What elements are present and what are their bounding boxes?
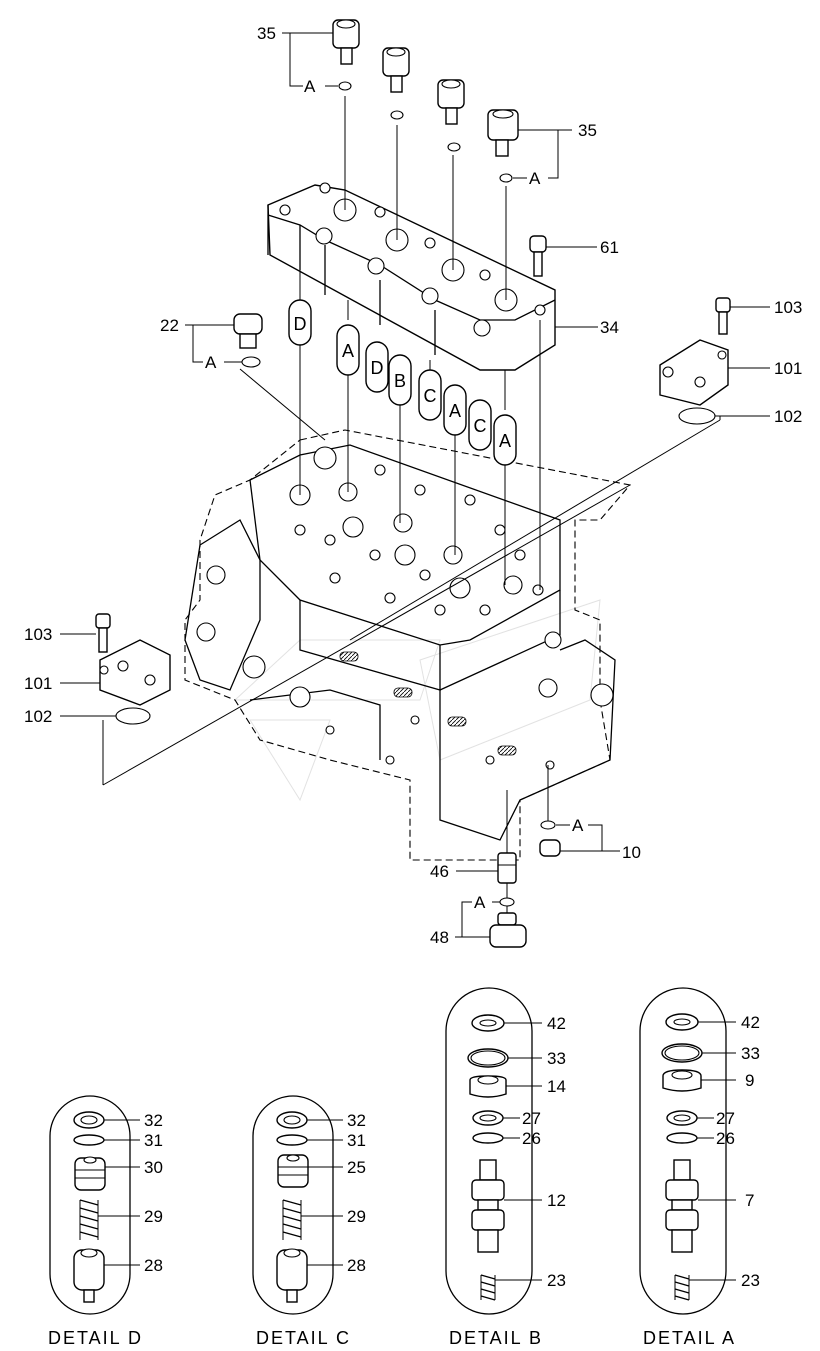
detail-c-caption: DETAIL C <box>256 1328 351 1348</box>
callouts: 35 A 35 A 61 34 22 A 103 101 102 103 101… <box>24 24 802 947</box>
callout-34: 34 <box>600 318 619 337</box>
callout-102: 102 <box>24 707 52 726</box>
detail-b-part: 27 <box>522 1109 541 1128</box>
detail-b-caption: DETAIL B <box>449 1328 543 1348</box>
callout-101: 101 <box>774 359 802 378</box>
callout-103: 103 <box>774 298 802 317</box>
detail-c: 32 31 25 29 28 DETAIL C <box>252 1095 366 1348</box>
detail-d-part: 32 <box>144 1111 163 1130</box>
detail-a-part: 26 <box>716 1129 735 1148</box>
connector-a: A <box>205 353 217 372</box>
detail-c-part: 28 <box>347 1256 366 1275</box>
bubble-label: D <box>371 358 384 378</box>
detail-d-part: 29 <box>144 1207 163 1226</box>
bubble-label: A <box>499 431 511 451</box>
bubble-label: C <box>424 386 437 406</box>
detail-b-part: 14 <box>547 1077 566 1096</box>
watermark <box>233 599 601 802</box>
plug-parts <box>95 19 731 948</box>
detail-b-part: 33 <box>547 1049 566 1068</box>
valve-body <box>184 429 632 861</box>
detail-b-part: 12 <box>547 1191 566 1210</box>
detail-b-part: 23 <box>547 1271 566 1290</box>
connector-a: A <box>572 816 584 835</box>
detail-a-part: 9 <box>745 1071 754 1090</box>
callout-103: 103 <box>24 625 52 644</box>
detail-c-part: 29 <box>347 1207 366 1226</box>
detail-a-part: 33 <box>741 1044 760 1063</box>
connector-a: A <box>304 77 316 96</box>
detail-c-part: 31 <box>347 1131 366 1150</box>
bubble-label: D <box>294 314 307 334</box>
bubble-label: A <box>449 401 461 421</box>
detail-a-part: 42 <box>741 1013 760 1032</box>
passage-bubbles <box>288 299 517 466</box>
callout-10: 10 <box>622 843 641 862</box>
detail-a-part: 7 <box>745 1191 754 1210</box>
bubble-label: A <box>342 341 354 361</box>
callout-102: 102 <box>774 407 802 426</box>
detail-a-caption: DETAIL A <box>643 1328 736 1348</box>
detail-b-part: 42 <box>547 1014 566 1033</box>
detail-d: 32 31 30 29 28 DETAIL D <box>48 1095 163 1348</box>
detail-d-part: 31 <box>144 1131 163 1150</box>
callout-101: 101 <box>24 674 52 693</box>
detail-d-part: 30 <box>144 1158 163 1177</box>
cover-plate-34 <box>267 182 556 371</box>
connector-a: A <box>474 893 486 912</box>
callout-48: 48 <box>430 928 449 947</box>
bubble-label: C <box>474 416 487 436</box>
detail-a-part: 27 <box>716 1109 735 1128</box>
bubble-label: B <box>394 371 406 391</box>
callout-35: 35 <box>578 121 597 140</box>
callout-61: 61 <box>600 238 619 257</box>
passage-bubble-labels: D A D B C A C A <box>294 314 512 451</box>
detail-c-part: 32 <box>347 1111 366 1130</box>
callout-46: 46 <box>430 862 449 881</box>
guide-lines <box>102 96 721 920</box>
detail-c-part: 25 <box>347 1158 366 1177</box>
detail-a-part: 23 <box>741 1271 760 1290</box>
callout-22: 22 <box>160 316 179 335</box>
detail-d-caption: DETAIL D <box>48 1328 143 1348</box>
detail-b: 42 33 14 27 26 12 23 DETAIL B <box>445 987 566 1348</box>
detail-b-part: 26 <box>522 1129 541 1148</box>
connector-a: A <box>529 169 541 188</box>
callout-35: 35 <box>257 24 276 43</box>
detail-a: 42 33 9 27 26 7 23 DETAIL A <box>639 987 760 1348</box>
detail-d-part: 28 <box>144 1256 163 1275</box>
